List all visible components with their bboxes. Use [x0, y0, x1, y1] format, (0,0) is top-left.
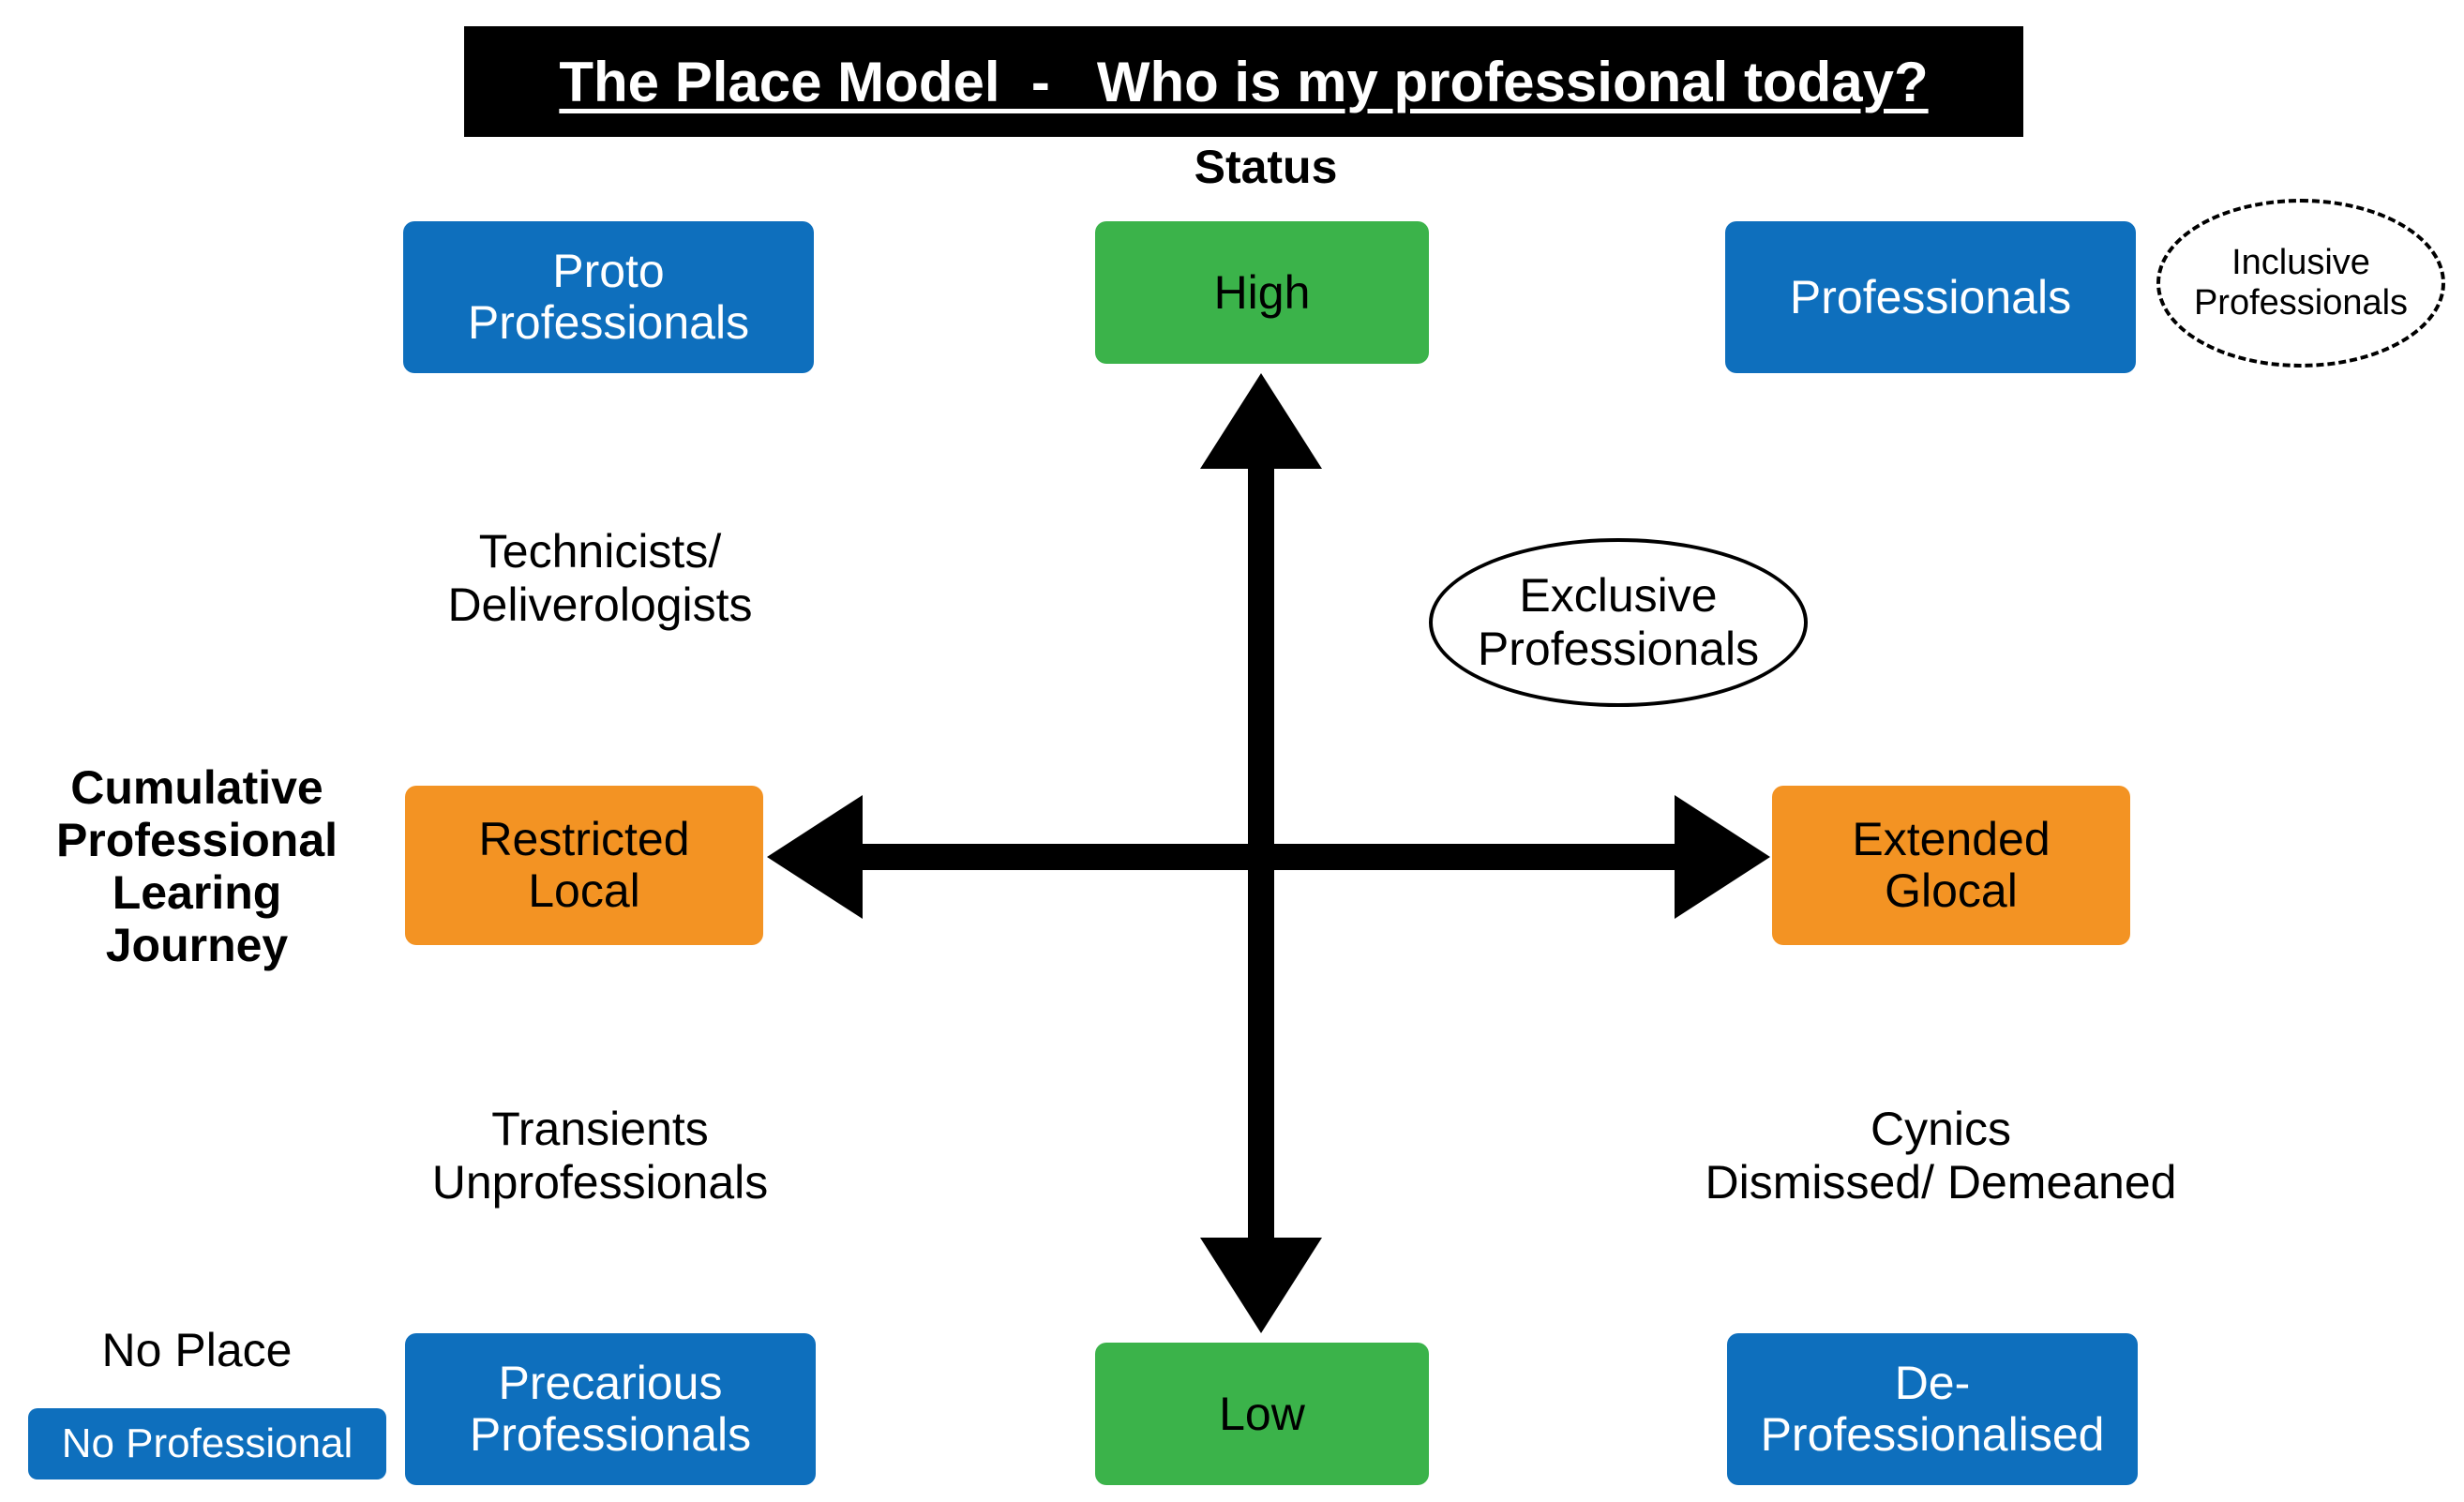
axis-label-line-4: Journey [105, 919, 289, 971]
low-label: Low [1219, 1387, 1305, 1440]
professionals-label: Professionals [1789, 270, 2072, 323]
restricted-line-2: Local [528, 864, 640, 917]
page-title: The Place Model - Who is my professional… [559, 50, 1929, 113]
technicists-line-1: Technicists/ [478, 525, 722, 578]
axis-label-line-1: Cumulative [70, 761, 323, 814]
inclusive-line-2: Professionals [2193, 283, 2409, 323]
transients-text: Transients Unprofessionals [384, 1103, 816, 1209]
axis-label-line-3: Learing [112, 866, 282, 919]
de-line-1: De- [1894, 1357, 1971, 1409]
status-axis-label: Status [1194, 141, 1338, 193]
professionals-box: Professionals [1725, 221, 2136, 373]
axis-label-line-2: Professional [55, 814, 338, 866]
technicists-text: Technicists/ Deliverologists [394, 525, 806, 631]
restricted-local-box: Restricted Local [405, 786, 763, 945]
arrow-right [1675, 795, 1770, 919]
proto-professionals-box: Proto Professionals [403, 221, 814, 373]
de-line-2: Professionalised [1760, 1408, 2105, 1461]
precarious-line-1: Precarious [498, 1357, 723, 1409]
precarious-line-2: Professionals [469, 1408, 752, 1461]
exclusive-professionals-ellipse: Exclusive Professionals [1429, 538, 1808, 707]
high-box: High [1095, 221, 1429, 364]
proto-line-1: Proto [552, 245, 665, 297]
title-bar: The Place Model - Who is my professional… [464, 26, 2023, 137]
arrow-up [1200, 373, 1322, 469]
proto-line-2: Professionals [467, 296, 750, 349]
exclusive-line-2: Professionals [1477, 623, 1760, 675]
extended-glocal-box: Extended Glocal [1772, 786, 2130, 945]
transients-line-2: Unprofessionals [431, 1155, 769, 1209]
exclusive-line-1: Exclusive [1519, 569, 1718, 622]
cynics-line-1: Cynics [1870, 1103, 2012, 1155]
transients-line-1: Transients [491, 1103, 709, 1155]
precarious-professionals-box: Precarious Professionals [405, 1333, 816, 1485]
extended-line-2: Glocal [1885, 864, 2018, 917]
high-label: High [1213, 265, 1311, 319]
low-box: Low [1095, 1343, 1429, 1485]
inclusive-professionals-ellipse: Inclusive Professionals [2156, 199, 2445, 368]
no-place-label: No Place [101, 1324, 293, 1376]
cynics-line-2: Dismissed/ Demeaned [1705, 1155, 2177, 1209]
no-professional-box: No Professional [28, 1408, 386, 1479]
arrow-down [1200, 1238, 1322, 1333]
arrow-left [767, 795, 863, 919]
inclusive-line-1: Inclusive [2231, 242, 2370, 282]
horizontal-axis-label: Cumulative Professional Learing Journey [19, 761, 375, 971]
no-professional-label: No Professional [61, 1419, 353, 1466]
cynics-text: Cynics Dismissed/ Demeaned [1660, 1103, 2222, 1209]
extended-line-1: Extended [1852, 813, 2051, 865]
technicists-line-2: Deliverologists [447, 578, 753, 631]
restricted-line-1: Restricted [478, 813, 690, 865]
de-professionalised-box: De- Professionalised [1727, 1333, 2138, 1485]
